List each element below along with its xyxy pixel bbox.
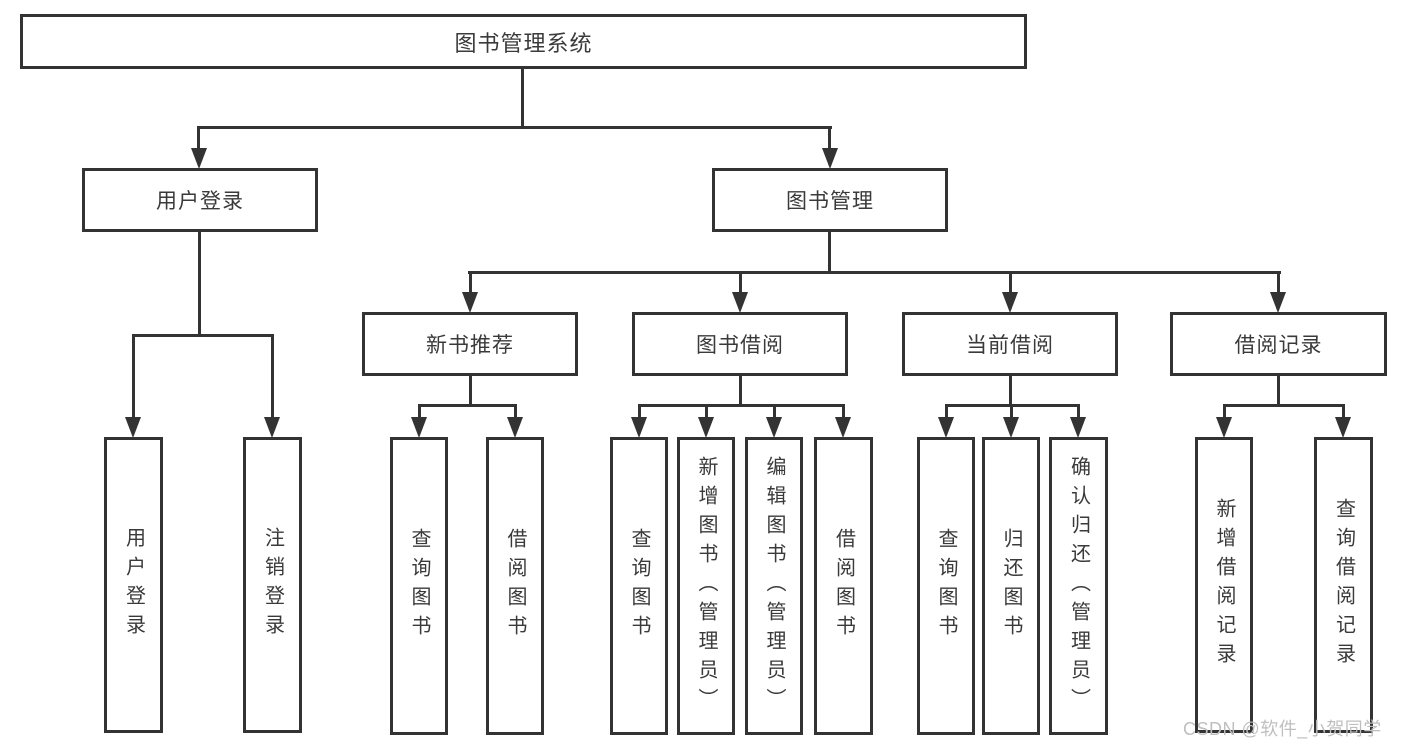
node-book-management: 图书管理	[712, 168, 948, 232]
leaf-label: 借阅图书	[504, 528, 526, 644]
arrow-down-icon	[125, 417, 141, 438]
connector-line	[468, 271, 1281, 274]
node-book-borrowing: 图书借阅	[632, 312, 848, 376]
connector-line	[1077, 406, 1080, 419]
leaf-add-borrow-record: 新增借阅记录	[1195, 437, 1253, 733]
arrow-down-icon	[1002, 292, 1018, 313]
connector-line	[638, 404, 845, 407]
arrow-down-icon	[822, 148, 838, 169]
connector-line	[638, 406, 641, 419]
leaf-user-login: 用户登录	[104, 437, 163, 733]
leaf-label: 查询图书	[408, 528, 430, 644]
arrow-down-icon	[264, 417, 280, 438]
arrow-down-icon	[631, 417, 647, 438]
leaf-label: 归还图书	[1000, 528, 1022, 644]
leaf-label: 用户登录	[122, 527, 145, 643]
node-borrowing-records: 借阅记录	[1170, 312, 1387, 376]
arrow-down-icon	[766, 417, 782, 438]
arrow-down-icon	[732, 292, 748, 313]
leaf-query-books-recommend: 查询图书	[390, 437, 448, 735]
arrow-down-icon	[1003, 417, 1019, 438]
connector-line	[773, 406, 776, 419]
arrow-down-icon	[1070, 417, 1086, 438]
arrow-down-icon	[1270, 292, 1286, 313]
arrow-down-icon	[1216, 417, 1232, 438]
connector-line	[198, 232, 201, 336]
connector-line	[828, 126, 831, 152]
leaf-label: 新增图书（管理员）	[695, 455, 717, 717]
leaf-return-books: 归还图书	[982, 437, 1040, 735]
leaf-label: 查询借阅记录	[1332, 498, 1355, 672]
node-label: 当前借阅	[966, 334, 1054, 357]
arrow-down-icon	[191, 148, 207, 169]
connector-line	[198, 126, 832, 129]
connector-line	[1223, 406, 1226, 419]
node-current-borrowing: 当前借阅	[902, 312, 1118, 376]
connector-line	[1009, 271, 1012, 295]
node-library-management-system: 图书管理系统	[20, 14, 1027, 69]
csdn-watermark: CSDN @软件_小贺同学	[1183, 719, 1382, 739]
arrow-down-icon	[411, 417, 427, 438]
leaf-label: 查询图书	[628, 528, 650, 644]
leaf-label: 编辑图书（管理员）	[763, 455, 785, 717]
arrow-down-icon	[507, 417, 523, 438]
node-user-login: 用户登录	[82, 168, 318, 232]
connector-line	[1277, 271, 1280, 295]
connector-line	[469, 376, 472, 406]
connector-line	[418, 406, 421, 419]
leaf-borrow-books: 借阅图书	[814, 437, 873, 735]
connector-line	[739, 376, 742, 406]
connector-line	[828, 232, 831, 274]
connector-line	[842, 406, 845, 419]
leaf-label: 借阅图书	[832, 528, 855, 644]
leaf-query-borrow-record: 查询借阅记录	[1314, 437, 1373, 733]
leaf-label: 查询图书	[935, 528, 957, 644]
arrow-down-icon	[938, 417, 954, 438]
connector-line	[945, 404, 1080, 407]
connector-line	[1009, 376, 1012, 406]
node-label: 图书借阅	[696, 334, 784, 357]
connector-line	[132, 334, 274, 337]
arrow-down-icon	[1335, 417, 1351, 438]
node-label: 图书管理系统	[454, 30, 593, 56]
connector-line	[197, 126, 200, 152]
node-label: 用户登录	[156, 190, 244, 213]
connector-line	[705, 406, 708, 419]
node-new-book-recommend: 新书推荐	[362, 312, 578, 376]
connector-line	[132, 336, 135, 418]
arrow-down-icon	[698, 417, 714, 438]
connector-line	[739, 271, 742, 295]
arrow-down-icon	[835, 417, 851, 438]
leaf-borrow-books-recommend: 借阅图书	[486, 437, 544, 735]
connector-line	[521, 69, 524, 127]
arrow-down-icon	[462, 292, 478, 313]
leaf-query-books-current: 查询图书	[917, 437, 975, 735]
leaf-label: 新增借阅记录	[1213, 498, 1235, 672]
leaf-logout: 注销登录	[243, 437, 302, 733]
leaf-edit-books-admin: 编辑图书（管理员）	[745, 437, 803, 735]
leaf-query-books-borrow: 查询图书	[610, 437, 668, 735]
leaf-label: 确认归还（管理员）	[1067, 455, 1090, 717]
node-label: 借阅记录	[1234, 334, 1323, 357]
connector-line	[945, 406, 948, 419]
connector-line	[1277, 376, 1280, 406]
connector-line	[1342, 406, 1345, 419]
leaf-add-books-admin: 新增图书（管理员）	[677, 437, 735, 735]
connector-line	[418, 404, 517, 407]
connector-line	[469, 271, 472, 295]
connector-line	[1223, 404, 1345, 407]
leaf-confirm-return-admin: 确认归还（管理员）	[1049, 437, 1108, 735]
node-label: 图书管理	[786, 190, 874, 213]
connector-line	[271, 336, 274, 418]
node-label: 新书推荐	[426, 334, 514, 357]
leaf-label: 注销登录	[261, 527, 284, 643]
connector-line	[1010, 406, 1013, 419]
connector-line	[514, 406, 517, 419]
